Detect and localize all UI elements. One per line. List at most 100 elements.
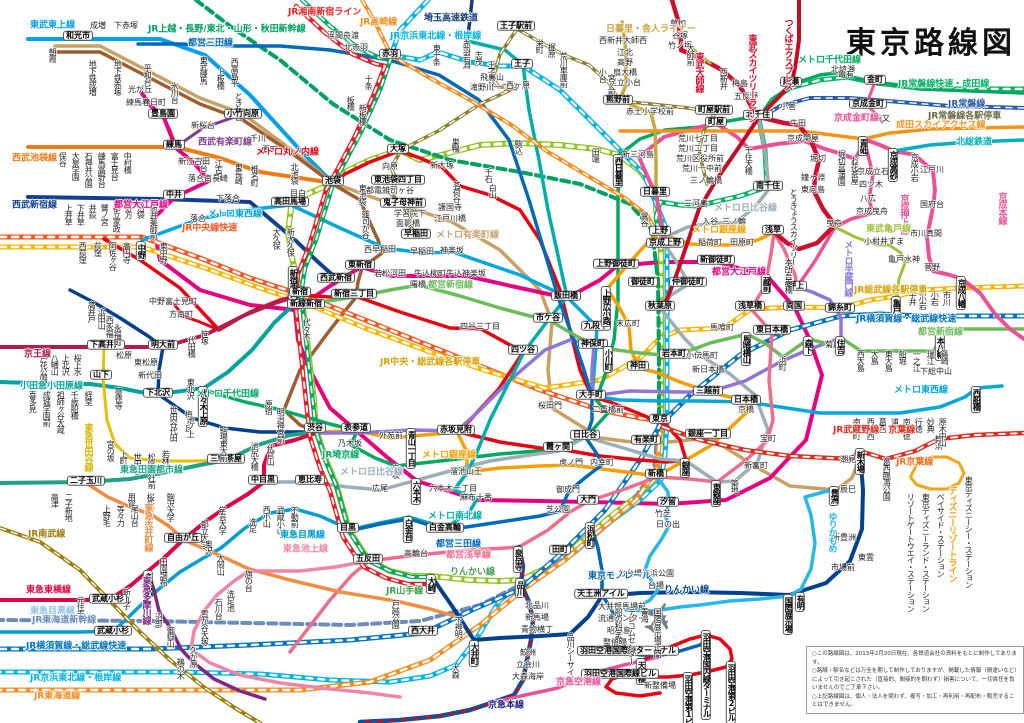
station-label: 上井草 bbox=[64, 204, 74, 225]
station-label: 浜町 bbox=[778, 356, 788, 370]
station-label: 京成上野 bbox=[646, 237, 684, 249]
station-label: 向原 bbox=[382, 161, 398, 171]
station-label: 新整備場 bbox=[644, 680, 676, 690]
station-label: 東新宿 bbox=[345, 259, 375, 271]
station-label: 新大久保 bbox=[286, 228, 296, 256]
station-label: 和光市 bbox=[63, 30, 93, 42]
station-label: 潮見 bbox=[840, 454, 856, 464]
station-label: 大井競馬場前 bbox=[598, 601, 646, 611]
line-name-label: 東急世田谷線 bbox=[82, 423, 93, 471]
rail-line-path bbox=[430, 449, 865, 642]
station-label: 有明 bbox=[794, 592, 806, 612]
station-label: 銀座 bbox=[679, 458, 691, 478]
rail-line-path bbox=[0, 245, 1024, 390]
station-label: 梅島 bbox=[732, 78, 748, 88]
station-label: 駒込 bbox=[514, 140, 524, 154]
line-name-label: 京成金町線 bbox=[834, 113, 880, 124]
station-label: 明治神宮前 bbox=[276, 408, 286, 443]
station-label: 八幡山 bbox=[50, 354, 60, 375]
station-label: 中井 bbox=[163, 189, 185, 201]
station-label: 代々木 bbox=[302, 318, 312, 339]
station-label: 江古田 bbox=[214, 159, 224, 180]
station-label: 虎ノ門 bbox=[559, 457, 583, 467]
station-label: 馬喰町 bbox=[710, 322, 734, 332]
station-label: 四谷三丁目 bbox=[460, 321, 500, 331]
station-label: 馬喰横山 bbox=[740, 332, 752, 366]
station-label: 浜田山 bbox=[97, 308, 107, 329]
station-label: 西ヶ原 bbox=[506, 80, 530, 90]
line-name-label: ゆりかもめ bbox=[826, 512, 837, 552]
station-label: 住吉 bbox=[834, 336, 846, 356]
station-label: 東北沢 bbox=[186, 378, 196, 399]
station-label: 泉岳寺 bbox=[512, 546, 524, 573]
station-label: リゾートゲートウエイ・ステーション bbox=[906, 493, 916, 612]
station-label: 天王洲アイル bbox=[574, 588, 628, 600]
station-label: 鵜の木 bbox=[176, 658, 186, 679]
station-label: 四ツ谷 bbox=[508, 344, 538, 356]
station-label: 新板橋 bbox=[358, 104, 368, 125]
line-name-label: JR京浜東北線・根岸線 bbox=[390, 31, 482, 42]
station-label: 江戸川 bbox=[920, 164, 944, 174]
rail-line-path bbox=[604, 633, 734, 698]
station-label: 台場 bbox=[648, 580, 664, 590]
station-label: 上野 bbox=[649, 225, 671, 237]
station-label: 中目黒 bbox=[248, 474, 278, 486]
rail-line-path bbox=[102, 149, 688, 464]
station-label: 小川町 bbox=[602, 346, 614, 373]
rail-line-path bbox=[624, 475, 837, 613]
rail-line-path bbox=[26, 195, 338, 280]
station-label: 小竹向原 bbox=[224, 108, 262, 120]
line-name-label: JR東海道線 bbox=[34, 691, 81, 702]
rail-line-path bbox=[833, 225, 907, 298]
rail-line-path bbox=[892, 138, 1024, 153]
station-label: 世田谷代田 bbox=[169, 406, 179, 441]
station-label: 小岩 bbox=[930, 291, 940, 305]
station-label: 品川シーサイド bbox=[566, 633, 576, 682]
rail-line-path bbox=[26, 145, 335, 185]
station-label: 蔵前 bbox=[760, 274, 772, 294]
line-name-label: 都営大江戸線 bbox=[114, 200, 169, 211]
line-name-label: JR横須賀線・総武線快速 bbox=[856, 314, 957, 325]
station-label: 新木場 bbox=[854, 448, 866, 475]
station-label: 品川 bbox=[514, 578, 526, 598]
station-label: 大岡山 bbox=[216, 554, 226, 575]
line-name-label: JR上越・長野/東北・山形・秋田新幹線 bbox=[148, 24, 306, 35]
line-name-label: 西武新宿線 bbox=[12, 200, 58, 211]
station-label: 新馬場 bbox=[525, 612, 549, 622]
station-label: 山下 bbox=[90, 369, 112, 381]
station-label: 赤羽岩淵 bbox=[462, 40, 472, 68]
station-label: 井荻 bbox=[88, 204, 98, 218]
station-label: 高田馬場 bbox=[271, 196, 309, 208]
station-label: 青山一丁目 bbox=[405, 428, 417, 469]
station-label: 四ツ木 bbox=[859, 179, 883, 189]
station-label: 浮間舟渡 bbox=[327, 30, 359, 40]
station-label: 堀切 bbox=[810, 153, 826, 163]
station-label: 練馬春日町 bbox=[126, 97, 166, 107]
station-label: 自由が丘 bbox=[164, 532, 202, 544]
station-label: 牛田 bbox=[790, 118, 806, 128]
station-label: 浦安 bbox=[890, 418, 900, 432]
station-label: 亀戸水神 bbox=[888, 254, 920, 264]
station-label: 原木中山 bbox=[938, 418, 948, 446]
station-label: 地下鉄成増 bbox=[88, 60, 98, 95]
rail-line-path bbox=[0, 293, 303, 396]
station-label: 葛西 bbox=[878, 418, 888, 432]
station-label: 大崎 bbox=[425, 574, 437, 594]
station-label: 宮ノ前 bbox=[607, 74, 617, 95]
station-label: 大師前 bbox=[686, 44, 696, 65]
line-name-label: 東急田園都市線 bbox=[120, 465, 184, 476]
station-label: 王子 bbox=[511, 58, 533, 70]
station-label: 高円寺 bbox=[122, 242, 132, 263]
station-label: 瑞江 bbox=[926, 350, 936, 364]
station-label: 六本木一丁目 bbox=[429, 483, 477, 493]
station-label: 飯田橋 bbox=[551, 290, 581, 302]
station-label: 大久保 bbox=[272, 228, 282, 249]
station-label: 三軒茶屋 bbox=[207, 453, 245, 465]
rail-line-path bbox=[0, 419, 663, 692]
station-label: 東日本橋 bbox=[753, 324, 791, 336]
line-name-label: 北総鉄道 bbox=[956, 137, 993, 148]
station-label: 綾瀬 bbox=[780, 76, 802, 88]
station-label: 明大前 bbox=[148, 339, 178, 351]
station-label: 元住吉 bbox=[76, 596, 86, 617]
